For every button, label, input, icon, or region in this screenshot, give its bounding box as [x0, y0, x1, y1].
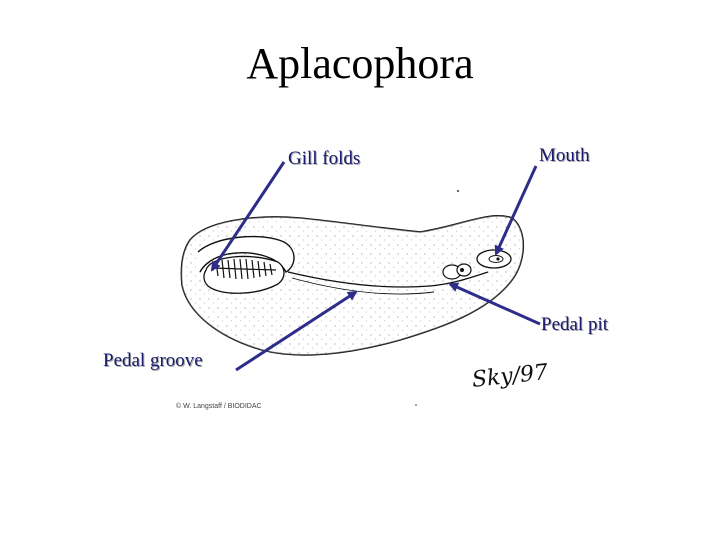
pedal-groove-line — [287, 271, 489, 288]
slide-title: Aplacophora — [246, 39, 474, 88]
label-pedal-pit: Pedal pit — [541, 314, 609, 335]
mantle-cavity — [197, 235, 295, 273]
signature: Sky/97 — [471, 360, 549, 393]
label-gill-folds: Gill folds — [288, 148, 361, 169]
mouth-drawing — [476, 249, 512, 269]
label-pedal-groove: Pedal groove — [103, 350, 203, 371]
credit-text: © W. Langstaff / BIODIDAC — [176, 402, 262, 410]
pedal-pit-drawing — [442, 263, 472, 280]
label-mouth: Mouth — [539, 145, 590, 166]
mouth-arrow — [494, 165, 538, 256]
pedal-groove-arrow — [235, 290, 358, 372]
pedal-pit-arrow — [448, 282, 541, 326]
gill-folds-arrow — [210, 161, 286, 272]
